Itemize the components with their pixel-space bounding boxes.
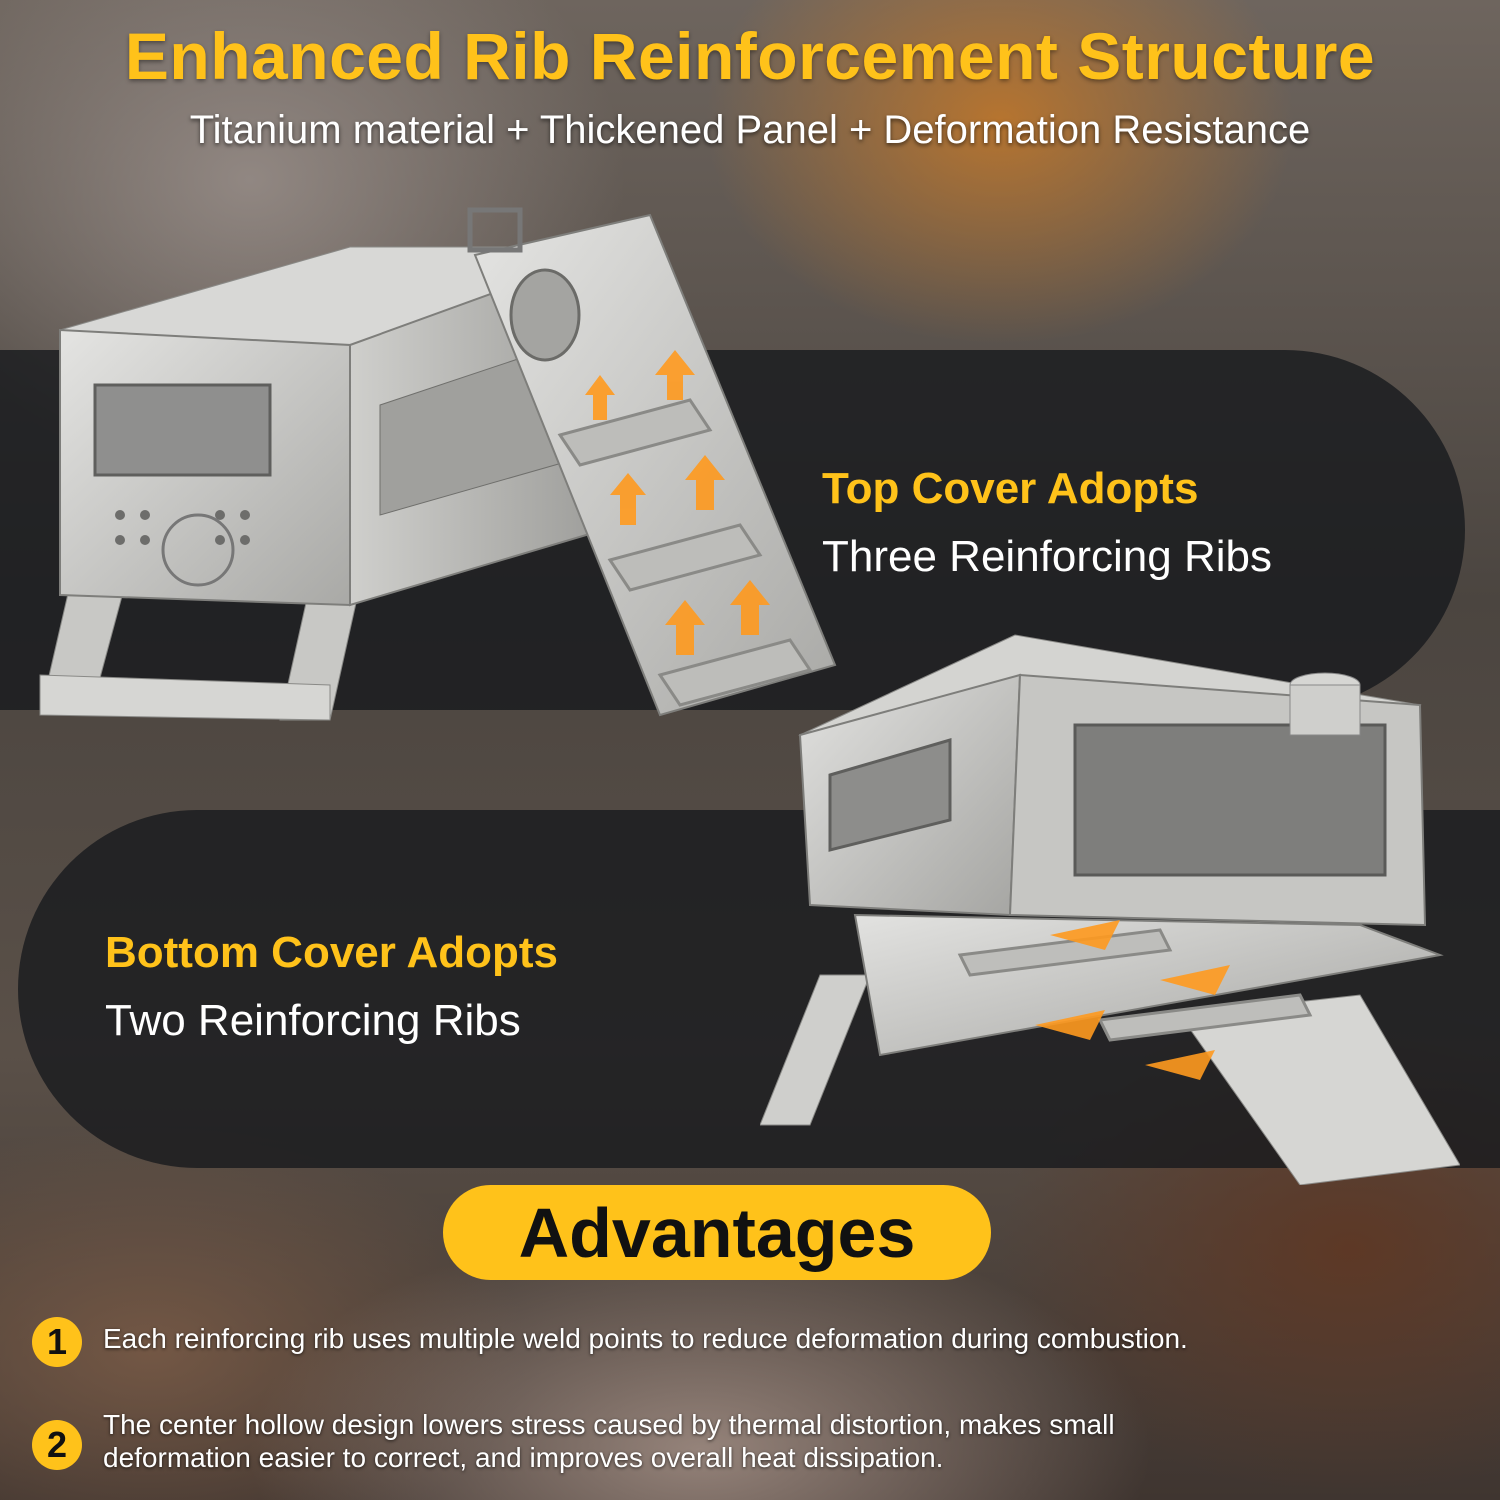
top-feature-body: Three Reinforcing Ribs: [822, 532, 1272, 581]
advantage-text-1: Each reinforcing rib uses multiple weld …: [103, 1323, 1188, 1354]
bottom-feature-body: Two Reinforcing Ribs: [105, 996, 521, 1045]
advantage-text-2: The center hollow design lowers stress c…: [103, 1409, 1115, 1473]
vent-holes: [115, 510, 250, 545]
advantage-number-1: 1: [32, 1317, 82, 1367]
page-subtitle: Titanium material + Thickened Panel + De…: [189, 108, 1311, 152]
bottom-ribs: [957, 928, 1313, 1042]
stove-open-lid-illustration: [39, 207, 837, 721]
lid-ribs: [557, 398, 813, 707]
advantages-label: Advantages: [443, 1185, 991, 1280]
top-feature-heading: Top Cover Adopts: [822, 464, 1199, 513]
page-title: Enhanced Rib Reinforcement Structure: [124, 19, 1376, 93]
advantage-number-2: 2: [32, 1420, 82, 1470]
heat-arrows: [1035, 920, 1230, 1080]
heat-arrows: [585, 350, 770, 655]
bottom-feature-heading: Bottom Cover Adopts: [105, 928, 559, 977]
stove-bottom-view-illustration: [760, 634, 1460, 1185]
